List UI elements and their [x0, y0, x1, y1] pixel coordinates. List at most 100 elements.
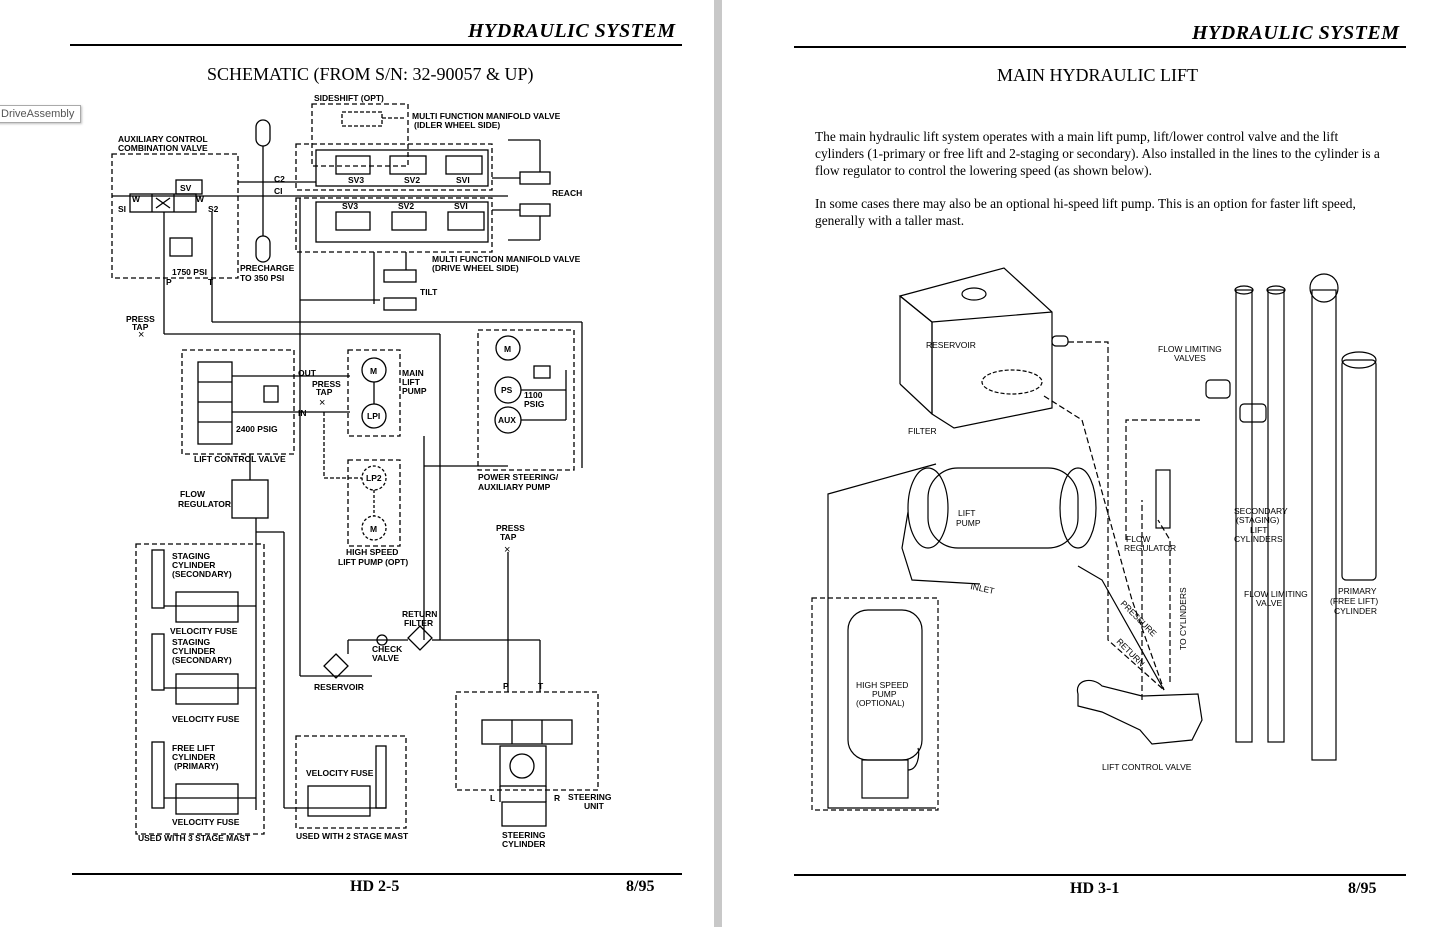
label-tilt: TILT: [420, 287, 438, 297]
primary-cylinder: [1341, 359, 1377, 581]
flow-limiting-valve-2: [1239, 403, 1267, 423]
label-main-lift-3: PUMP: [402, 386, 427, 396]
sideshift-box: [311, 103, 409, 167]
aux-valve-box: [111, 153, 239, 279]
header-rule: [794, 46, 1406, 48]
lift-system-illustration: RESERVOIR FILTER LIFT PUMP INLET PRESSUR…: [811, 267, 1378, 811]
aux-spool: [129, 193, 197, 213]
label-return-filter: RETURN: [402, 609, 437, 619]
header-rule: [70, 44, 682, 46]
label-free-lift: FREE LIFT: [172, 743, 216, 753]
label-press-tap-1-sub: TAP: [132, 322, 149, 332]
label-steering-unit: STEERING: [568, 792, 612, 802]
label-aux: AUX: [498, 415, 516, 425]
label-main-lift-2: LIFT: [402, 377, 421, 387]
press-tap-x2: ×: [319, 397, 325, 409]
page-code: HD 2-5: [350, 878, 400, 895]
label-flow-limiting-valves: FLOW LIMITING: [1158, 344, 1222, 354]
label-primary-3: CYLINDER: [1334, 606, 1377, 616]
accumulator-bottom: [255, 235, 271, 263]
page-date: 8/95: [1348, 880, 1377, 897]
label-steering-unit-sub: UNIT: [584, 801, 605, 811]
label-flow-regulator: FLOW: [1126, 534, 1151, 544]
label-primary-2: (FREE LIFT): [1330, 596, 1378, 606]
label-high-speed-3: (OPTIONAL): [856, 698, 905, 708]
label-reservoir: RESERVOIR: [314, 682, 364, 692]
label-lp2: LP2: [366, 473, 382, 483]
high-speed-pump-box: [811, 597, 939, 811]
label-pressure: PRESSURE: [1119, 598, 1159, 638]
label-in: IN: [298, 408, 307, 418]
label-port-r: R: [554, 793, 560, 803]
filter-element: [981, 369, 1043, 395]
label-lp1: LPI: [367, 411, 380, 421]
label-staging-cyl-1b: CYLINDER: [172, 560, 215, 570]
reservoir-tank: [898, 267, 1053, 429]
label-sv3-bot: SV3: [342, 201, 358, 211]
power-steering-box: [477, 329, 575, 471]
label-press-tap-1: PRESS: [126, 314, 155, 324]
label-port-p: P: [166, 277, 172, 287]
label-sv2-bot: SV2: [398, 201, 414, 211]
tooltip: DriveAssembly: [0, 105, 82, 123]
page-title: MAIN HYDRAULIC LIFT: [997, 65, 1198, 85]
label-port-p2: P: [503, 681, 509, 691]
label-secondary: SECONDARY: [1234, 506, 1288, 516]
label-port-t: T: [208, 277, 214, 287]
lift-pump-body: [927, 467, 1079, 549]
reservoir-cap: [961, 287, 987, 301]
label-flow-regulator-sub: REGULATOR: [178, 499, 231, 509]
high-speed-pump-box: [347, 459, 401, 547]
label-power-steering: POWER STEERING/: [478, 472, 559, 482]
label-s2: S2: [208, 204, 219, 214]
two-stage-box: [295, 735, 407, 829]
press-tap-x1: ×: [138, 329, 144, 341]
label-lift-pump: LIFT: [958, 508, 975, 518]
label-1750: 1750 PSI: [172, 267, 207, 277]
label-flow-regulator-2: REGULATOR: [1124, 543, 1176, 553]
reservoir-symbol: [323, 653, 349, 679]
label-inlet: INLET: [970, 581, 996, 596]
label-velocity-fuse-3: VELOCITY FUSE: [172, 817, 240, 827]
label-main-lift: MAIN: [402, 368, 424, 378]
label-primary: PRIMARY: [1338, 586, 1377, 596]
label-power-steering-sub: AUXILIARY PUMP: [478, 482, 551, 492]
tilt-cylinder-2: [383, 297, 417, 311]
secondary-cylinder-2: [1267, 289, 1285, 743]
label-sv1-top: SVI: [456, 175, 470, 185]
label-precharge: PRECHARGE: [240, 263, 295, 273]
lift-control-valve: [1076, 679, 1203, 745]
label-lift-pump-2: PUMP: [956, 518, 981, 528]
label-mfmv-idler-sub: (IDLER WHEEL SIDE): [414, 120, 500, 130]
sideshift-cylinder: [341, 111, 383, 127]
reach-cylinder-1: [519, 171, 551, 185]
label-free-lift-c: (PRIMARY): [174, 761, 219, 771]
steering-unit-box: [455, 691, 599, 791]
label-filter: FILTER: [908, 426, 937, 436]
label-sv1-bot: SVI: [454, 201, 468, 211]
reach-cylinder-2: [519, 203, 551, 217]
label-free-lift-b: CYLINDER: [172, 752, 215, 762]
label-used-2stage: USED WITH 2 STAGE MAST: [296, 831, 409, 841]
label-mfmv-idler: MULTI FUNCTION MANIFOLD VALVE: [412, 111, 561, 121]
section-header: HYDRAULIC SYSTEM: [1192, 22, 1400, 44]
label-used-3stage: USED WITH 3 STAGE MAST: [138, 833, 251, 843]
flow-regulator: [1155, 469, 1171, 529]
label-staging-cyl-2c: (SECONDARY): [172, 655, 232, 665]
paragraph-2: In some cases there may also be an optio…: [815, 196, 1356, 228]
label-high-speed: HIGH SPEED: [856, 680, 908, 690]
label-staging-cyl-2: STAGING: [172, 637, 210, 647]
label-port-t2: T: [538, 681, 544, 691]
flow-regulator: [231, 479, 269, 519]
page-date: 8/95: [626, 878, 655, 895]
label-2400: 2400 PSIG: [236, 424, 278, 434]
label-ps: PS: [501, 385, 513, 395]
label-check-valve: CHECK: [372, 644, 403, 654]
main-lift-pump-box: [347, 349, 401, 437]
label-flow-regulator: FLOW: [180, 489, 206, 499]
label-lift-control-valve: LIFT CONTROL VALVE: [194, 454, 286, 464]
label-check-valve-sub: VALVE: [372, 653, 399, 663]
label-reservoir: RESERVOIR: [926, 340, 976, 350]
label-aux-valve: AUXILIARY CONTROL: [118, 134, 208, 144]
label-return-filter-sub: FILTER: [404, 618, 433, 628]
